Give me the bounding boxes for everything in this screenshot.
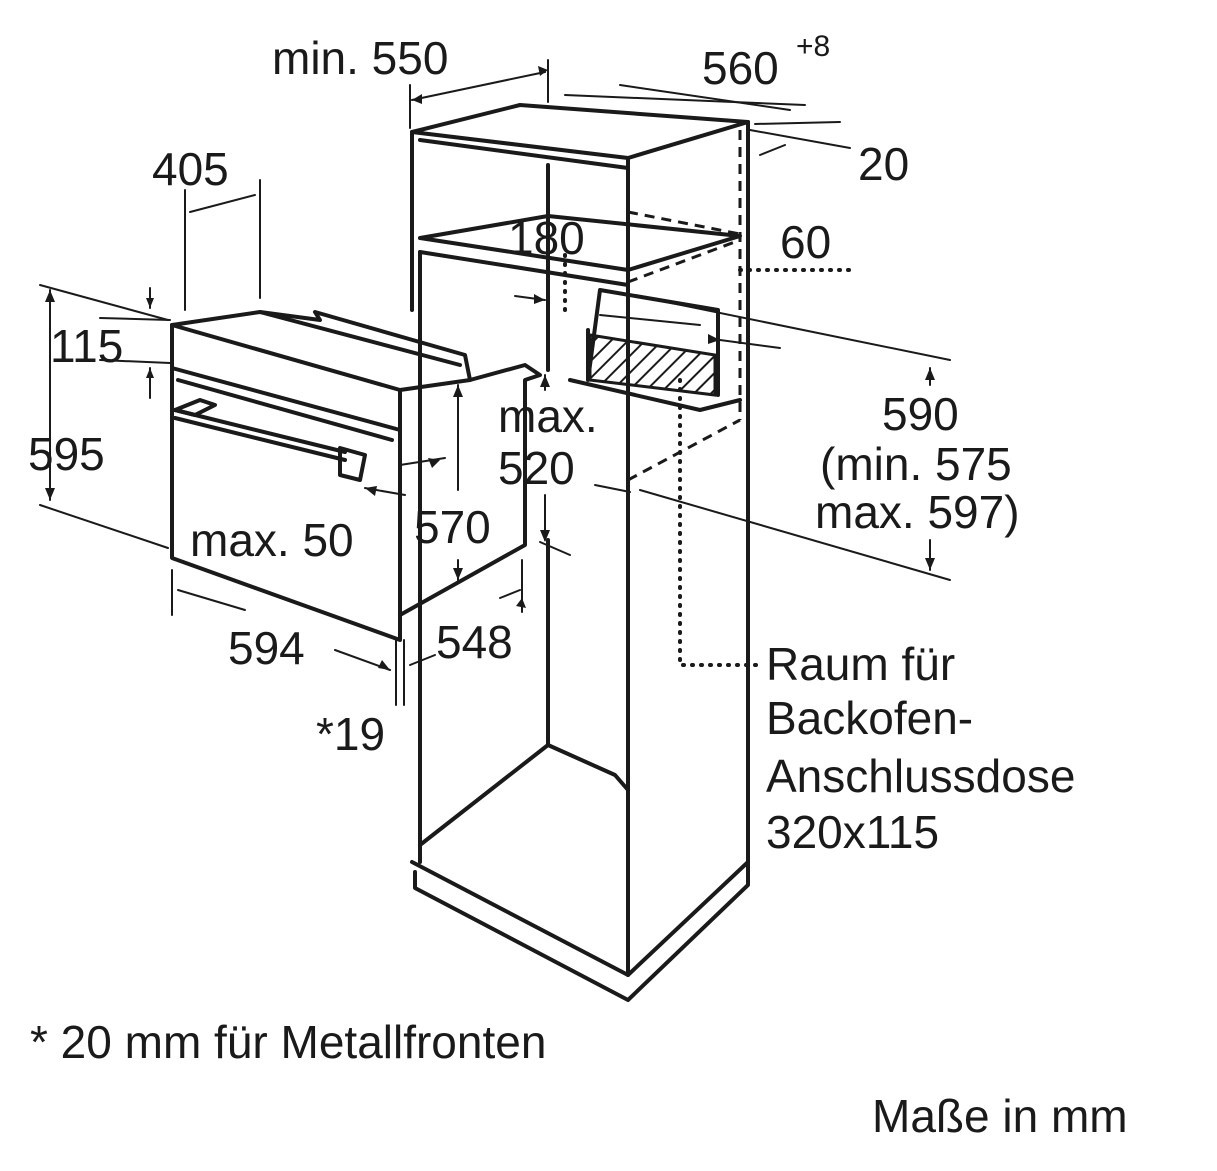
label-min-575: (min. 575 (820, 438, 1012, 490)
dimension-labels: min. 550 560 +8 20 405 115 595 180 60 ma… (28, 30, 1020, 760)
socket-note-line2: Backofen- (766, 692, 973, 744)
label-max-597: max. 597) (815, 486, 1020, 538)
socket-note-line1: Raum für (766, 638, 955, 690)
label-115: 115 (50, 320, 123, 372)
label-595: 595 (28, 428, 105, 480)
label-60: 60 (780, 216, 831, 268)
label-520: 520 (498, 442, 575, 494)
label-594: 594 (228, 622, 305, 674)
oven (170, 310, 542, 642)
label-180: 180 (508, 212, 585, 264)
label-405: 405 (152, 143, 229, 195)
footnote: * 20 mm für Metallfronten (30, 1016, 546, 1068)
label-19: *19 (316, 708, 385, 760)
socket-hatched-area (588, 333, 717, 397)
dimension-arrows (45, 66, 935, 670)
socket-note: Raum für Backofen- Anschlussdose 320x115 (766, 638, 1075, 858)
label-min-550: min. 550 (272, 32, 448, 84)
label-max-50: max. 50 (190, 514, 354, 566)
cabinet (410, 103, 750, 1002)
label-570: 570 (414, 501, 491, 553)
socket-note-line4: 320x115 (766, 806, 939, 858)
dimension-lines (39, 59, 951, 706)
label-590: 590 (882, 388, 959, 440)
label-560: 560 (702, 42, 779, 94)
label-20: 20 (858, 138, 909, 190)
label-max: max. (498, 390, 598, 442)
label-560-tolerance: +8 (796, 30, 830, 63)
units-note: Maße in mm (872, 1090, 1128, 1142)
label-548: 548 (436, 616, 513, 668)
socket-note-line3: Anschlussdose (766, 750, 1075, 802)
